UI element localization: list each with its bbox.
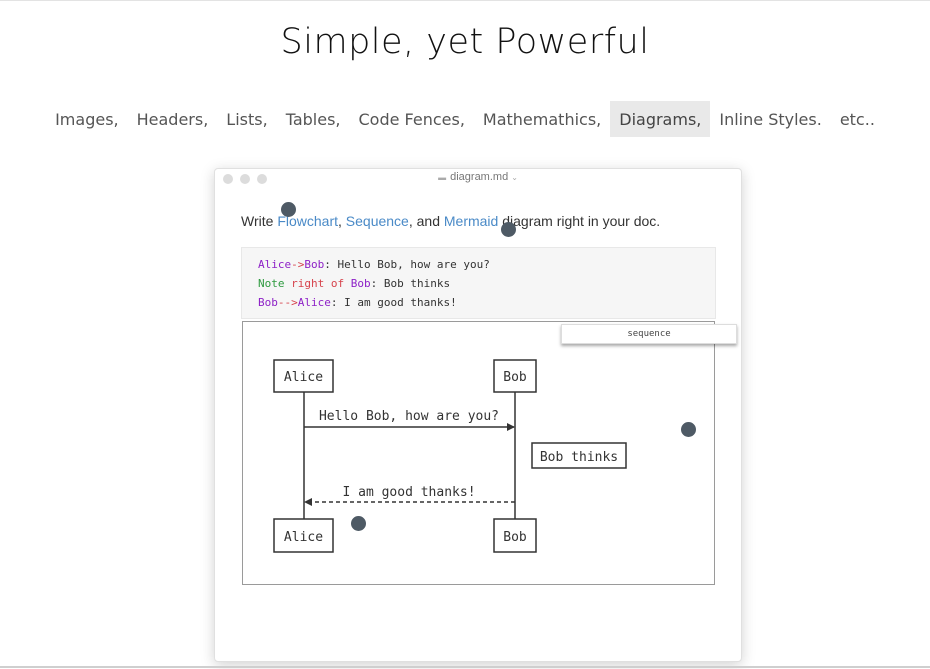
sequence-diagram: sequence Alice Bob Hello Bob, how are yo… [242,321,737,585]
code-line-2: Note right of Bob: Bob thinks [258,277,451,290]
feature-nav: Images, Headers, Lists, Tables, Code Fen… [0,101,930,137]
flowchart-link[interactable]: Flowchart [277,213,338,229]
zoom-window-button[interactable] [257,174,267,184]
code-line-1: Alice->Bob: Hello Bob, how are you? [258,258,490,271]
actor-box-bob-bottom [493,518,537,553]
actor-box-alice-top [273,359,334,393]
actor-box-bob-top [493,359,537,393]
bottom-divider [0,666,930,668]
paragraph-text: , [338,213,346,229]
sequence-diagram-canvas: Alice Bob Hello Bob, how are you? Bob th… [273,359,627,553]
actor-label-bob-top: Bob [503,370,527,385]
sequence-link[interactable]: Sequence [345,213,409,229]
paragraph-text: , and [408,213,444,229]
code-fence[interactable]: Alice->Bob: Hello Bob, how are you? Note… [241,247,716,319]
mermaid-link[interactable]: Mermaid [443,213,499,229]
feature-headers[interactable]: Headers, [136,110,209,129]
actor-box-alice-bottom [273,518,334,553]
window-title[interactable]: ▬diagram.md⌄ [215,171,741,183]
feature-diagrams[interactable]: Diagrams, [610,101,711,137]
window-titlebar: ▬diagram.md⌄ [215,169,741,189]
message-2-label: I am good thanks! [342,485,475,500]
page-headline: Simple, yet Powerful [280,22,650,62]
feature-code-fences[interactable]: Code Fences, [358,110,465,129]
feature-images[interactable]: Images, [55,110,119,129]
touch-indicator-dot [681,422,696,437]
touch-indicator-dot [281,202,296,217]
actor-label-alice-bottom: Alice [284,530,323,545]
intro-paragraph: Write Flowchart, Sequence, and Mermaid d… [241,213,660,229]
note-label: Bob thinks [540,450,618,465]
feature-mathematics[interactable]: Mathemathics, [482,110,602,129]
feature-tables[interactable]: Tables, [285,110,341,129]
touch-indicator-dot [501,222,516,237]
editor-window: ▬diagram.md⌄ Write Flowchart, Sequence, … [214,168,742,662]
chevron-down-icon: ⌄ [511,173,518,182]
note-box [531,442,627,469]
document-icon: ▬ [438,173,447,182]
touch-indicator-dot [351,516,366,531]
top-divider [0,0,930,1]
paragraph-text: diagram right in your doc. [498,213,661,229]
minimize-window-button[interactable] [240,174,250,184]
window-title-text: diagram.md [450,171,509,183]
feature-lists[interactable]: Lists, [226,110,268,129]
diagram-theme-select[interactable]: sequence [561,324,737,344]
close-window-button[interactable] [223,174,233,184]
code-line-3: Bob-->Alice: I am good thanks! [258,296,457,309]
actor-label-bob-bottom: Bob [503,530,527,545]
feature-etc[interactable]: etc.. [839,110,875,129]
message-1-label: Hello Bob, how are you? [319,409,499,424]
paragraph-text: Write [241,213,278,229]
actor-label-alice-top: Alice [284,370,323,385]
feature-inline-styles[interactable]: Inline Styles. [719,110,822,129]
